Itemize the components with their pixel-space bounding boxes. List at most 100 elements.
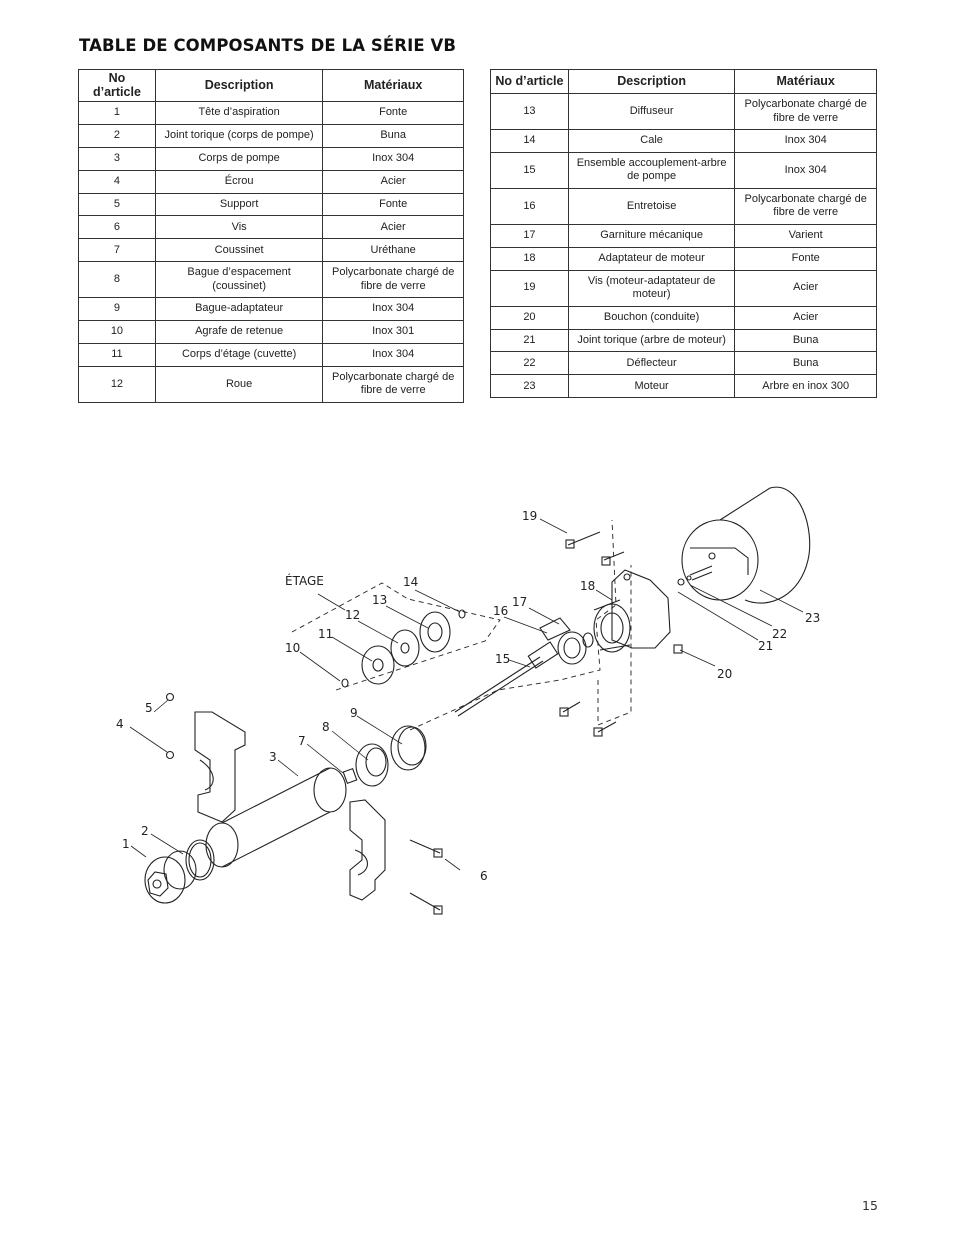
callout-21: 21 [758, 639, 773, 653]
callout-18: 18 [580, 579, 595, 593]
item-cell: 8 [78, 261, 156, 299]
callout-20: 20 [717, 667, 732, 681]
callout-16: 16 [493, 604, 508, 618]
description-cell: Écrou [154, 169, 324, 194]
stage-parts [341, 609, 466, 688]
item-cell: 1 [78, 101, 156, 125]
description-cell: Support [154, 192, 324, 217]
item-cell: 10 [78, 320, 156, 345]
materials-cell: Varient [734, 223, 877, 248]
materials-cell: Inox 304 [734, 151, 877, 189]
pump-shaft-part-15 [454, 641, 559, 717]
materials-cell: Polycarbonate chargé de fibre de verre [734, 93, 877, 130]
description-cell: Moteur [567, 374, 736, 399]
item-cell: 6 [78, 215, 156, 240]
page-title: TABLE DE COMPOSANTS DE LA SÉRIE VB [79, 36, 457, 55]
description-cell: Bague-adaptateur [154, 297, 324, 322]
materials-cell: Acier [734, 269, 877, 307]
materials-cell: Inox 304 [322, 297, 464, 322]
header-item: No d’article [490, 69, 569, 94]
description-cell: Adaptateur de moteur [567, 246, 736, 271]
callout-17: 17 [512, 595, 527, 609]
materials-cell: Polycarbonate chargé de fibre de verre [322, 365, 464, 403]
materials-cell: Arbre en inox 300 [734, 374, 877, 399]
callout-stage: ÉTAGE [285, 573, 324, 588]
materials-cell: Buna [322, 123, 464, 148]
description-cell: Bouchon (conduite) [567, 305, 736, 330]
item-cell: 20 [490, 305, 569, 330]
item-cell: 19 [490, 269, 569, 307]
description-cell: Ensemble accouplement-arbre de pompe [567, 151, 736, 189]
callout-6: 6 [480, 869, 488, 883]
materials-cell: Acier [322, 169, 464, 194]
item-cell: 22 [490, 351, 569, 376]
materials-cell: Acier [734, 305, 877, 330]
header-item: No d’article [78, 69, 156, 102]
assembly-guide-lines [291, 519, 632, 731]
item-cell: 12 [78, 365, 156, 403]
adapter-ring-spacer-bearing [342, 725, 427, 787]
callout-1: 1 [122, 837, 130, 851]
header-materials: Matériaux [734, 69, 877, 94]
materials-cell: Inox 304 [734, 129, 877, 153]
callout-leaders [129, 518, 804, 871]
callout-23: 23 [805, 611, 820, 625]
materials-cell: Fonte [322, 192, 464, 217]
item-cell: 5 [78, 192, 156, 217]
item-cell: 17 [490, 223, 569, 248]
motor-adapter-part-18 [593, 569, 671, 653]
callout-7: 7 [298, 734, 306, 748]
description-cell: Vis [154, 215, 324, 240]
item-cell: 16 [490, 187, 569, 225]
brackets-and-fasteners [165, 692, 443, 915]
materials-cell: Buna [734, 351, 877, 376]
seal-spacer-parts [539, 617, 594, 665]
materials-cell: Inox 304 [322, 146, 464, 171]
item-cell: 13 [490, 93, 569, 130]
header-description: Description [154, 69, 324, 102]
callout-22: 22 [772, 627, 787, 641]
callout-19: 19 [522, 509, 537, 523]
materials-cell: Buna [734, 328, 877, 353]
item-cell: 11 [78, 343, 156, 367]
item-cell: 9 [78, 297, 156, 322]
description-cell: Bague d’espacement (coussinet) [154, 261, 324, 299]
item-cell: 23 [490, 374, 569, 399]
motor-screws [559, 531, 692, 737]
materials-cell: Inox 301 [322, 320, 464, 345]
description-cell: Corps d’étage (cuvette) [154, 343, 324, 367]
callout-12: 12 [345, 608, 360, 622]
description-cell: Joint torique (corps de pompe) [154, 123, 324, 148]
callout-2: 2 [141, 824, 149, 838]
materials-cell: Acier [322, 215, 464, 240]
callout-13: 13 [372, 593, 387, 607]
callout-4: 4 [116, 717, 124, 731]
description-cell: Coussinet [154, 238, 324, 263]
table-header-row: No d’article Description Matériaux [78, 69, 464, 102]
callout-labels: 1 2 3 4 5 6 7 8 9 10 11 12 13 14 15 16 1… [116, 509, 820, 883]
callout-15: 15 [495, 652, 510, 666]
header-description: Description [567, 69, 736, 94]
item-cell: 15 [490, 151, 569, 189]
item-cell: 14 [490, 129, 569, 153]
callout-3: 3 [269, 750, 277, 764]
callout-11: 11 [318, 627, 333, 641]
callout-9: 9 [350, 706, 358, 720]
